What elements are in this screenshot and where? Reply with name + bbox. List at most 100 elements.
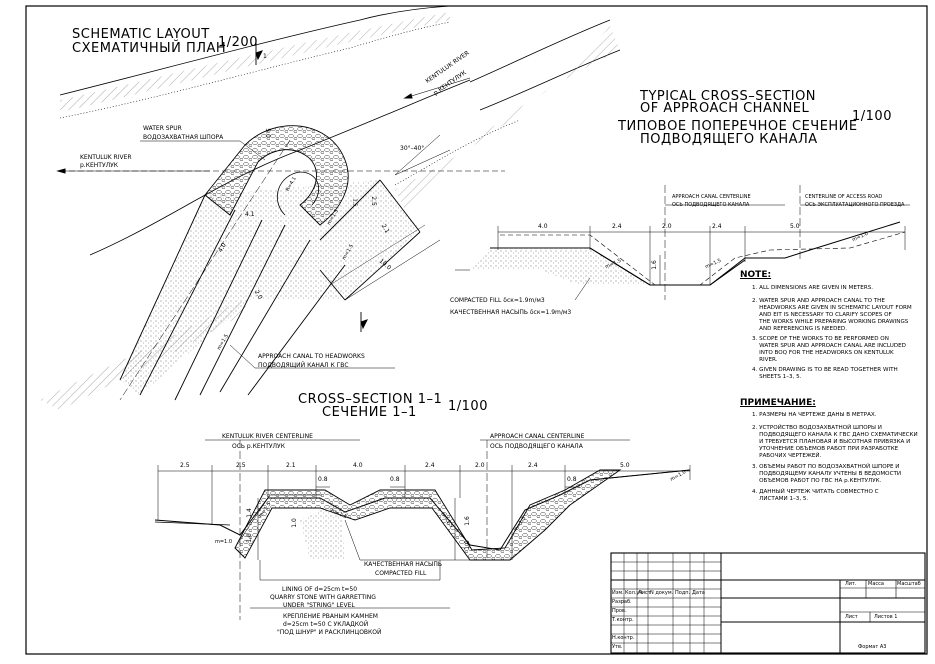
tb-col-header: Лист: [638, 590, 651, 596]
schematic-layout: [40, 5, 621, 410]
lining-en-2: QUARRY STONE WITH GARRETTING: [270, 594, 376, 601]
tb-col-header: N докум.: [650, 590, 674, 596]
lining-ru-1: КРЕПЛЕНИЕ РВАНЫМ КАМНЕМ: [283, 613, 378, 620]
tb-col-header: Кол.уч: [625, 590, 643, 596]
approach-canal-label-ru: ПОДВОДЯЩИЙ КАНАЛ К ГВС: [258, 362, 349, 369]
section11-inner-dim: 0.8: [567, 476, 577, 483]
section11-inner-dim: 0.8: [318, 476, 328, 483]
dim-label: 4.1: [245, 211, 255, 218]
schematic-title-en: SCHEMATIC LAYOUT: [72, 27, 210, 42]
typical-centerline-ru: ОСЬ ПОДВОДЯЩЕГО КАНАЛА: [672, 202, 750, 208]
lining-en-3: UNDER "STRING" LEVEL: [283, 602, 355, 609]
water-spur-label-ru: ВОДОЗАХВАТНАЯ ШПОРА: [143, 134, 224, 141]
river-left-label-en: KENTULUK RIVER: [80, 154, 132, 161]
typical-dim: 1.6: [650, 260, 658, 270]
river-bank-left: [59, 5, 451, 96]
section11-title-ru: СЕЧЕНИЕ 1–1: [322, 405, 417, 420]
tb-row-label: Пров.: [612, 608, 627, 614]
typical-road-ru: ОСЬ ЭКСПЛУАТАЦИОННОГО ПРОЕЗДА: [805, 202, 905, 208]
section11-scale: 1/100: [448, 399, 488, 414]
note-en-4: 4. GIVEN DRAWING IS TO BE READ TOGETHER …: [752, 367, 898, 380]
typical-title-en-2: OF APPROACH CHANNEL: [640, 101, 810, 116]
section11-fill-en: COMPACTED FILL: [375, 570, 427, 577]
typical-title-ru-1: ТИПОВОЕ ПОПЕРЕЧНОЕ СЕЧЕНИЕ: [618, 119, 858, 134]
section11-height: 1.0: [290, 518, 298, 528]
section11-slope: m=1.0: [215, 539, 233, 545]
section11-dim: 4.0: [353, 462, 363, 469]
typical-dim: 2.0: [662, 223, 672, 230]
section11-height: 1.6: [463, 516, 471, 526]
typical-cross-section: [455, 185, 910, 301]
tb-row-label: Разраб.: [612, 599, 632, 605]
tb-row-label: Н.контр.: [612, 635, 635, 641]
schematic-scale: 1/200: [218, 35, 258, 50]
tb-lit: Лит.: [845, 581, 857, 587]
section11-height: 1.0: [463, 540, 471, 550]
lining-en-1: LINING OF d=25cm t=50: [282, 586, 358, 593]
compacted-fill-en: COMPACTED FILL δск=1.9m/м3: [450, 297, 545, 304]
tb-row-label: Утв.: [612, 644, 623, 650]
notes-header-ru: ПРИМЕЧАНИЕ:: [740, 398, 816, 408]
typical-title-ru-2: ПОДВОДЯЩЕГО КАНАЛА: [640, 132, 818, 147]
canal-centerline-ru: ОСЬ ПОДВОДЯЩЕГО КАНАЛА: [490, 443, 583, 450]
notes-header-en: NOTE:: [740, 270, 772, 280]
section11-fill-ru: КАЧЕСТВЕННАЯ НАСЫПЬ: [364, 561, 442, 568]
river-centerline-ru: ОСЬ р.КЕНТУЛУК: [232, 443, 285, 450]
section11-inner-dim: 0.8: [390, 476, 400, 483]
cross-section-1-1: [154, 439, 691, 620]
section11-dim: 2.5: [236, 462, 246, 469]
typical-dim: 4.0: [538, 223, 548, 230]
lining-ru-3: "ПОД ШНУР" И РАСКЛИНЦОВКОЙ: [277, 629, 382, 636]
lining-ru-2: d=25cm t=50 С УКЛАДКОЙ: [283, 621, 369, 628]
tb-col-header: Дата: [692, 590, 705, 596]
compacted-fill-ru: КАЧЕСТВЕННАЯ НАСЫПЬ δск=1.9m/м3: [450, 309, 572, 316]
angle-label: 30°–40°: [400, 145, 425, 152]
note-ru-1: 1. РАЗМЕРЫ НА ЧЕРТЕЖЕ ДАНЫ В МЕТРАХ.: [752, 412, 877, 418]
section-mark-top: 1: [263, 53, 267, 60]
sheet-frame: [25, 5, 928, 655]
river-left-label-ru: р.КЕНТУЛУК: [80, 162, 119, 169]
river-centerline-en: KENTULUK RIVER CENTERLINE: [222, 433, 313, 440]
section11-dim: 2.0: [475, 462, 485, 469]
note-ru-3: 3. ОБЪЕМЫ РАБОТ ПО ВОДОЗАХВАТНОЙ ШПОРЕ И…: [752, 464, 902, 484]
section11-title-en: CROSS–SECTION 1–1: [298, 392, 443, 407]
dim-label: 2.5: [369, 196, 377, 206]
tb-massa: Масса: [868, 581, 884, 587]
section11-dim: 5.0: [620, 462, 630, 469]
typical-dim: 2.4: [712, 223, 722, 230]
water-spur: [204, 125, 349, 226]
tb-col-header: Изм.: [612, 590, 624, 596]
note-ru-2: 2. УСТРОЙСТВО ВОДОЗАХВАТНОЙ ШПОРЫ И ПОДВ…: [752, 425, 918, 459]
water-spur-label-en: WATER SPUR: [143, 125, 182, 132]
tb-masshtab: Масштаб: [897, 581, 921, 587]
tb-col-header: Подп.: [675, 590, 691, 596]
section11-dim: 2.4: [425, 462, 435, 469]
typical-scale: 1/100: [852, 109, 892, 124]
note-en-2: 2. WATER SPUR AND APPROACH CANAL TO THE …: [752, 298, 912, 332]
schematic-title-ru: СХЕМАТИЧНЫЙ ПЛАН: [72, 41, 227, 56]
tb-list: Лист: [845, 614, 858, 620]
note-en-1: 1. ALL DIMENSIONS ARE GIVEN IN METERS.: [752, 285, 874, 291]
note-ru-4: 4. ДАННЫЙ ЧЕРТЕЖ ЧИТАТЬ СОВМЕСТНО С ЛИСТ…: [752, 489, 879, 502]
section11-height: 1.0: [245, 533, 253, 543]
dim-label: 5.0: [263, 128, 271, 138]
section11-height: 1.4: [245, 508, 253, 518]
typical-centerline-en: APPROACH CANAL CENTERLINE: [672, 194, 751, 200]
tb-listov: Листов 1: [874, 614, 898, 620]
typical-title-en-1: TYPICAL CROSS–SECTION: [640, 89, 817, 104]
tb-row-label: Т.контр.: [612, 617, 634, 623]
approach-canal-label-en: APPROACH CANAL TO HEADWORKS: [258, 353, 365, 360]
section11-dim: 2.4: [528, 462, 538, 469]
note-en-3: 3. SCOPE OF THE WORKS TO BE PERFORMED ON…: [752, 336, 906, 363]
typical-dim: 2.4: [612, 223, 622, 230]
tb-format: Формат А3: [858, 644, 887, 650]
canal-centerline-en: APPROACH CANAL CENTERLINE: [490, 433, 585, 440]
typical-dim: 5.0: [790, 223, 800, 230]
section11-dim: 2.5: [180, 462, 190, 469]
typical-road-en: CENTERLINE OF ACCESS ROAD: [805, 194, 883, 200]
title-block-grid: [610, 552, 926, 654]
dim-label: 1.5: [351, 198, 358, 207]
section11-dim: 2.1: [286, 462, 296, 469]
